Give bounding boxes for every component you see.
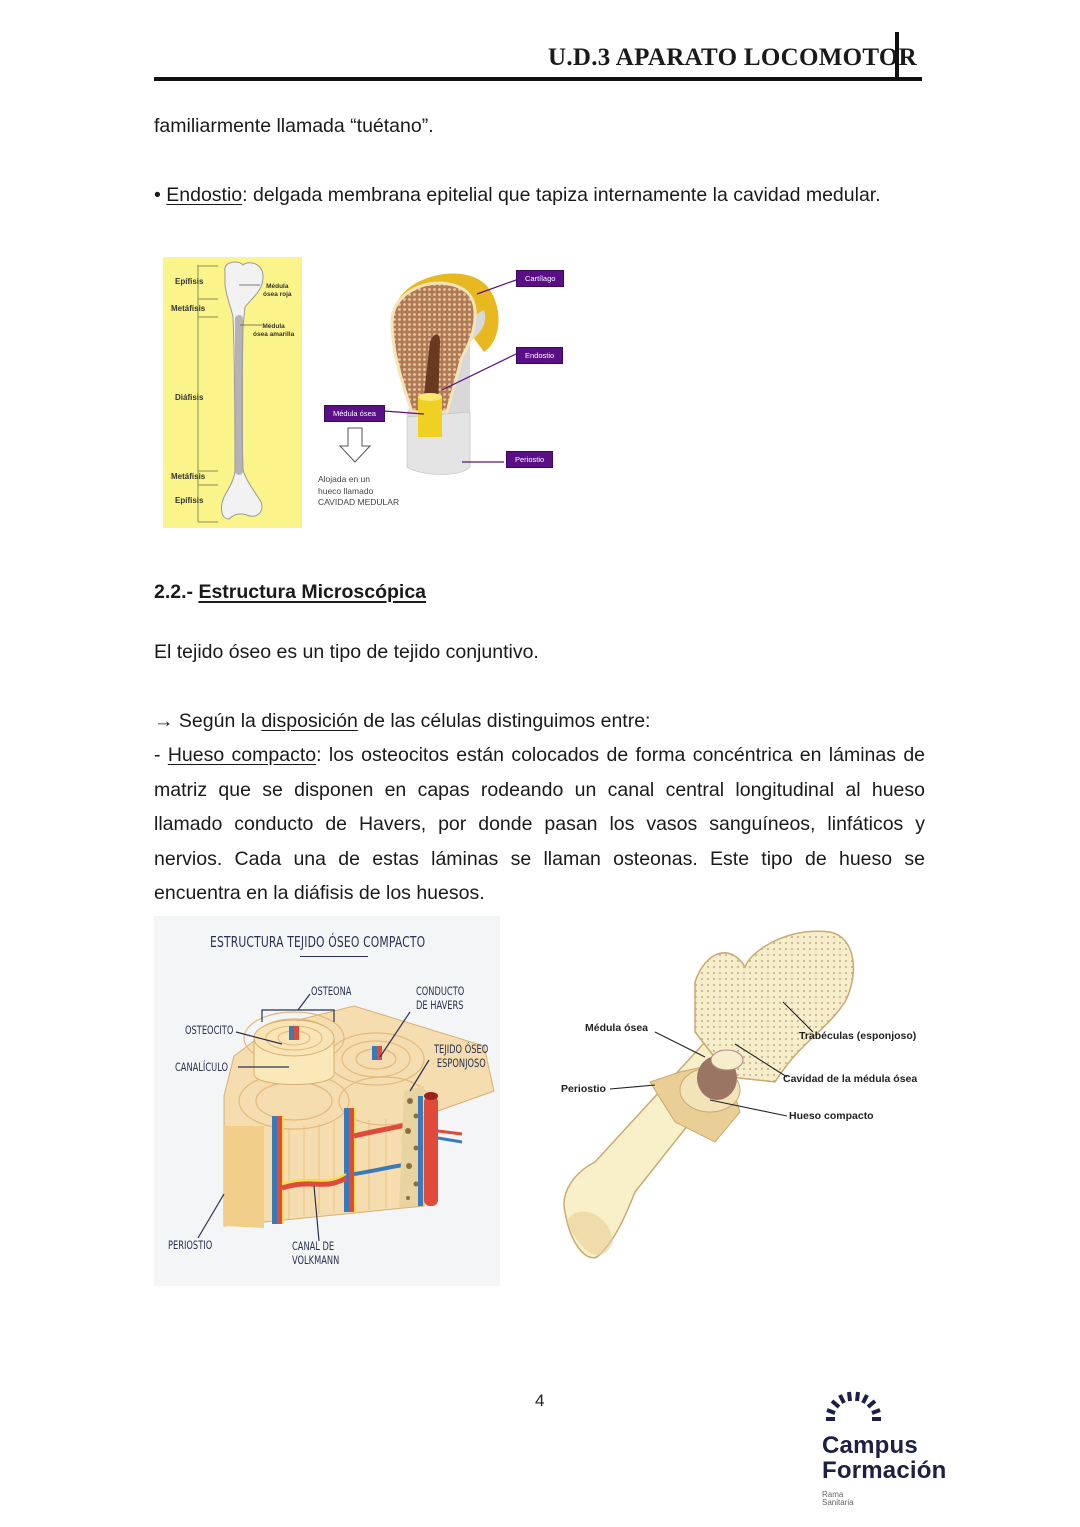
- figure-bone-section: Cartílago Endostio Médula ósea Periostio…: [312, 262, 580, 517]
- compact-bone-paragraph: - Hueso compacto: los osteocitos están c…: [154, 738, 925, 911]
- label-trabeculas: Trabéculas (esponjoso): [799, 1030, 917, 1042]
- label-tejido-esponjoso: TEJIDO ÓSEO ESPONJOSO: [434, 1042, 489, 1070]
- label-canaliculo: CANALÍCULO: [175, 1060, 229, 1074]
- label-canal-volkmann: CANAL DE VOLKMANN: [292, 1239, 340, 1267]
- label-epifisis-bottom: Epífisis: [175, 496, 204, 505]
- compact-line-3: llamado conducto de Havers, por donde pa…: [154, 813, 925, 835]
- label-medula-osea: Médula ósea: [585, 1022, 649, 1034]
- figure-title: ESTRUCTURA TEJIDO ÓSEO COMPACTO: [210, 933, 426, 951]
- header-rule: [154, 77, 922, 81]
- title-underline: [300, 956, 368, 957]
- femur-illustration: [563, 930, 855, 1259]
- label-diafisis: Diáfisis: [175, 393, 204, 402]
- section-number: 2.2.-: [154, 581, 199, 603]
- label-epifisis-top: Epífisis: [175, 277, 204, 286]
- compact-line-1: - Hueso compacto: los osteocitos están c…: [154, 744, 926, 766]
- section-heading: 2.2.- Estructura Microscópica: [154, 581, 426, 604]
- label-osteona: OSTEONA: [311, 984, 352, 998]
- logo-sub-1: Rama: [822, 1490, 844, 1499]
- logo-line-2: Formación: [822, 1457, 947, 1484]
- arrow-icon: →: [154, 710, 174, 732]
- compact-bone-illustration: [197, 993, 495, 1242]
- figure-femur-section: Médula ósea Trabéculas (esponjoso) Perio…: [555, 922, 925, 1267]
- label-hueso-compacto: Hueso compacto: [789, 1110, 874, 1122]
- label-medula-roja: Médula ósea roja: [263, 283, 292, 298]
- disposicion-term: disposición: [261, 710, 358, 732]
- label-osteocito: OSTEOCITO: [185, 1023, 234, 1037]
- header-vertical-rule: [895, 32, 899, 80]
- label-medula-amarilla: Médula ósea amarilla: [253, 323, 295, 338]
- compact-line-2: matriz que se disponen en capas rodeando…: [154, 778, 925, 801]
- tag-endostio: Endostio: [516, 347, 564, 364]
- label-metafisis-top: Metáfisis: [171, 304, 206, 313]
- document-header-title: U.D.3 APARATO LOCOMOTOR: [548, 44, 917, 71]
- tag-cartilago: Cartílago: [516, 270, 565, 287]
- page-number: 4: [535, 1391, 545, 1410]
- figure-long-bone: Epífisis Metáfisis Diáfisis Metáfisis Ep…: [163, 257, 302, 528]
- bullet: •: [154, 184, 167, 206]
- endostio-definition: • Endostio: delgada membrana epitelial q…: [154, 178, 881, 213]
- tag-medula-osea: Médula ósea: [324, 405, 385, 422]
- long-bone-illustration: [197, 261, 264, 523]
- hueso-compacto-term: Hueso compacto: [167, 744, 317, 766]
- section-title: Estructura Microscópica: [198, 581, 427, 603]
- logo-line-1: Campus: [822, 1432, 918, 1459]
- label-conducto-havers: CONDUCTO DE HAVERS: [416, 984, 465, 1012]
- logo-sub-2: Sanitaria: [822, 1498, 854, 1507]
- label-periostio: Periostio: [561, 1083, 606, 1095]
- endostio-term: Endostio: [166, 184, 243, 206]
- label-metafisis-bottom: Metáfisis: [171, 472, 206, 481]
- campus-formacion-logo: Campus Formación Rama Sanitaria: [822, 1388, 972, 1513]
- label-periostio: PERIOSTIO: [168, 1238, 213, 1252]
- paragraph-continuation: familiarmente llamada “tuétano”.: [154, 115, 434, 137]
- tag-periostio: Periostio: [506, 451, 554, 468]
- bone-section-illustration: [338, 273, 517, 475]
- classification-line: → Según la disposición de las células di…: [154, 710, 651, 732]
- label-cavidad-medula: Cavidad de la médula ósea: [783, 1073, 918, 1085]
- sunburst-icon: [826, 1391, 881, 1421]
- compact-line-4: nervios. Cada una de estas láminas se ll…: [154, 847, 925, 870]
- cavidad-medular-note: Alojada en un hueco llamado CAVIDAD MEDU…: [318, 474, 400, 507]
- intro-paragraph: El tejido óseo es un tipo de tejido conj…: [154, 641, 539, 663]
- figure-compact-bone-structure: ESTRUCTURA TEJIDO ÓSEO COMPACTO: [154, 916, 500, 1286]
- compact-line-5: encuentra en la diáfisis de los huesos.: [154, 882, 485, 904]
- endostio-text: : delgada membrana epitelial que tapiza …: [242, 184, 881, 206]
